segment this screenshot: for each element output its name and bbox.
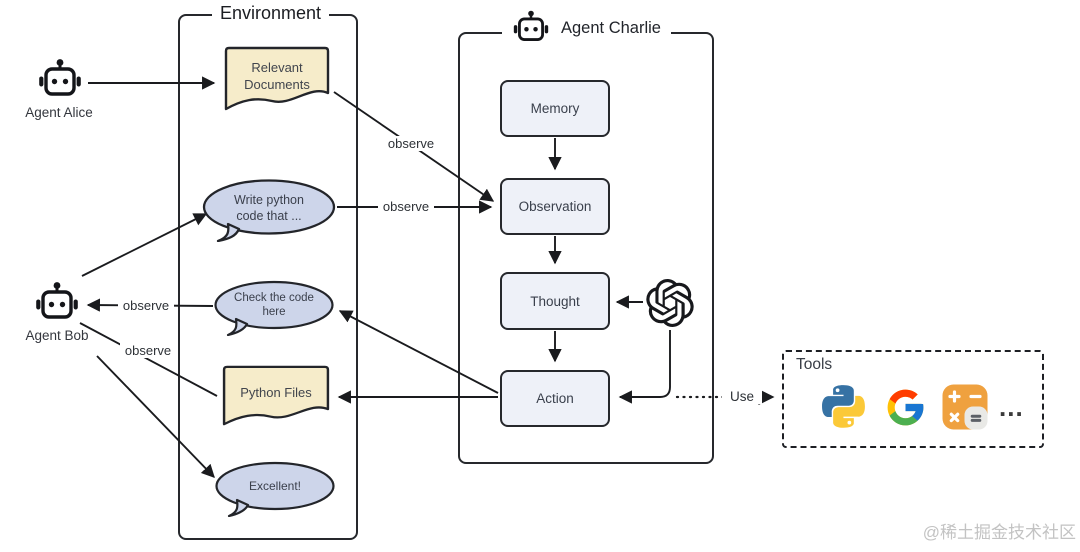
document-shape-icon — [224, 46, 330, 111]
openai-icon — [646, 279, 694, 327]
agent-alice-label: Agent Alice — [25, 105, 93, 120]
excellent-bubble: Excellent! — [214, 461, 336, 518]
more-tools-ellipsis: ... — [999, 392, 1024, 422]
watermark: @稀土掘金技术社区 — [922, 523, 1076, 542]
agent-charlie-title: Agent Charlie — [561, 18, 661, 37]
excellent-label: Excellent! — [248, 479, 302, 493]
agent-charlie-header: Agent Charlie — [502, 4, 671, 52]
write-python-line2: code that ... — [236, 209, 302, 223]
write-python-line1: Write python — [234, 193, 304, 207]
robot-icon — [513, 10, 549, 41]
check-code-line1: Check the code — [234, 292, 314, 304]
thought-box: Thought — [500, 272, 610, 330]
tools-box — [782, 350, 1044, 448]
write-python-bubble: Write python code that ... — [201, 178, 337, 243]
speech-bubble-icon — [215, 461, 335, 518]
observe-label-checkbubble: observe — [118, 298, 174, 313]
memory-box: Memory — [500, 80, 610, 137]
tools-title: Tools — [796, 356, 833, 373]
observe-label-documents: observe — [383, 136, 439, 151]
document-shape-icon — [222, 365, 330, 426]
observe-label-pythonfiles: observe — [120, 343, 176, 358]
python-files-label: Python Files — [240, 385, 312, 400]
observation-box: Observation — [500, 178, 610, 235]
observe-label-writebubble: observe — [378, 199, 434, 214]
agent-bob-robot-icon — [36, 282, 78, 319]
relevant-documents-node: Relevant Documents — [222, 46, 332, 112]
python-files-node: Python Files — [220, 365, 332, 427]
speech-bubble-icon — [214, 280, 334, 337]
agent-alice-robot-icon — [39, 59, 81, 96]
agent-bob-label: Agent Bob — [25, 328, 89, 343]
google-search-icon — [887, 389, 924, 426]
calculator-icon — [942, 384, 988, 430]
check-code-bubble: Check the code here — [213, 280, 335, 337]
use-label: Use — [722, 389, 762, 404]
relevant-documents-label-line1: Relevant — [251, 60, 303, 75]
relevant-documents-label-line2: Documents — [244, 77, 310, 92]
speech-bubble-icon — [202, 179, 336, 243]
python-icon — [822, 385, 865, 428]
environment-title: Environment — [212, 3, 330, 24]
action-box: Action — [500, 370, 610, 427]
check-code-line2: here — [262, 306, 286, 318]
